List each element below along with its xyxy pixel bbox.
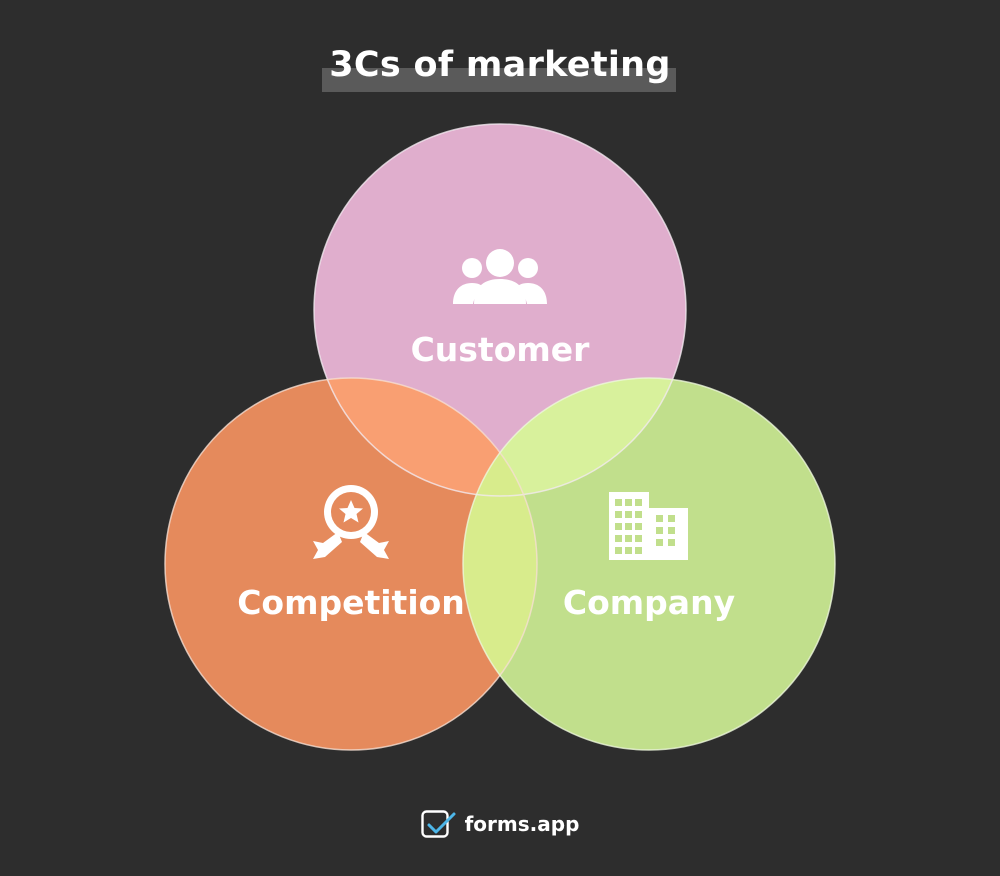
footer-brand-text: forms.app <box>464 812 580 836</box>
competition-circle-outline <box>164 377 538 751</box>
company-label: Company <box>563 583 735 622</box>
page-title: 3Cs of marketing <box>329 45 671 85</box>
office-building-icon <box>609 492 688 560</box>
people-group-icon <box>453 249 547 304</box>
company-circle-outline <box>462 377 836 751</box>
forms-app-logo-icon <box>420 810 456 838</box>
footer-brand[interactable]: forms.app <box>0 806 1000 842</box>
title-highlight-bar <box>322 68 676 92</box>
customer-competition-overlap <box>314 378 537 496</box>
customer-label: Customer <box>411 330 591 369</box>
competition-label: Competition <box>237 583 465 622</box>
customer-company-overlap <box>463 378 686 496</box>
award-ribbon-icon <box>313 485 389 559</box>
title-area: 3Cs of marketing <box>0 38 1000 98</box>
customer-circle-outline <box>313 123 687 497</box>
